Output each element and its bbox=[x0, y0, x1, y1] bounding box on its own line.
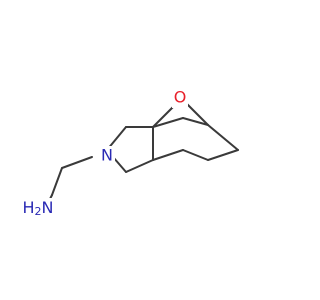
amine-label-bg bbox=[18, 198, 58, 218]
amine-subscript-2: 2 bbox=[35, 205, 42, 218]
amine-h: H bbox=[23, 198, 35, 217]
bond-ch2-right-ch2-far bbox=[207, 124, 239, 151]
bond-ch-lower-bridgehead-bottom bbox=[152, 149, 184, 161]
bond-chain-ch2-ch2 bbox=[51, 167, 63, 196]
bond-n-ch2-chain bbox=[61, 156, 93, 169]
bonds bbox=[47, 103, 239, 204]
bond-ch2-far-bridgehead-bottom bbox=[207, 149, 239, 161]
oxygen-atom: O bbox=[174, 88, 187, 107]
molecule-structure: O N H2N bbox=[18, 87, 239, 219]
amine-n: N bbox=[42, 198, 54, 217]
nitrogen-label-bg bbox=[99, 146, 115, 166]
atom-labels: O N H2N bbox=[18, 88, 188, 219]
oxygen-label-bg bbox=[172, 88, 188, 108]
nitrogen-atom: N bbox=[101, 146, 113, 165]
bond-ch-lower-ch2-bottom bbox=[125, 159, 154, 173]
structure-canvas: O N H2N bbox=[18, 87, 239, 219]
bond-bridgehead-bottom-link bbox=[182, 149, 209, 161]
bond-ch-upper-bridgehead-top bbox=[152, 117, 184, 128]
bond-bridgehead-top-ch2-right bbox=[182, 117, 209, 126]
amine-group: H2N bbox=[23, 198, 54, 219]
bond-oxygen-right bbox=[186, 103, 209, 126]
